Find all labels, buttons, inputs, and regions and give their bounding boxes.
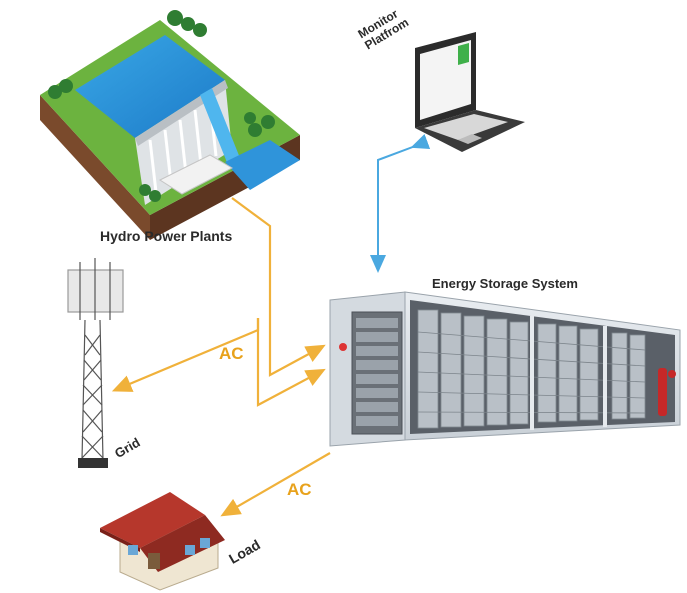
- house-icon: [100, 492, 225, 591]
- ac-grid-label: AC: [219, 344, 244, 363]
- laptop-icon: [415, 32, 525, 152]
- ess-label: Energy Storage System: [432, 276, 578, 291]
- hydro-label: Hydro Power Plants: [100, 228, 233, 244]
- monitor-ess-link: [370, 133, 431, 273]
- ess-to-load-line: [220, 452, 331, 517]
- hydro-dam-icon: [40, 10, 300, 240]
- grid-to-ess-line: [256, 318, 326, 407]
- transmission-tower-icon: [67, 258, 124, 468]
- battery-container-icon: [329, 291, 681, 447]
- hydro-to-ess-line: [231, 197, 326, 377]
- ac-load-label: AC: [287, 480, 312, 499]
